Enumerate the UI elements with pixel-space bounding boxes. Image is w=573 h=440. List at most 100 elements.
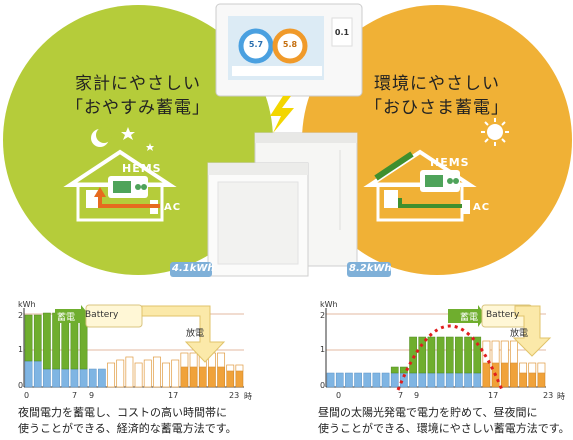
chart-bar xyxy=(134,362,143,388)
star-icon xyxy=(121,127,135,140)
discharge-arrow xyxy=(141,305,226,363)
right-y-unit: kWh xyxy=(320,300,338,309)
chart-bar xyxy=(464,336,472,374)
chart-bar xyxy=(335,372,344,388)
chart-bar xyxy=(235,370,244,388)
chart-bar xyxy=(519,372,527,388)
chart-bar xyxy=(528,372,537,388)
charge-arrow xyxy=(55,309,81,323)
left-hems-label: HEMS xyxy=(122,162,162,175)
right-hour-suffix: 時 xyxy=(557,392,565,401)
chart-bar xyxy=(427,372,436,388)
chart-bar xyxy=(482,340,491,364)
capacity-badge-bg xyxy=(170,262,212,277)
right-battery-label: Battery xyxy=(486,310,520,320)
left-title-line2: 「おやすみ蓄電」 xyxy=(66,98,210,118)
sun-icon xyxy=(481,118,509,146)
chart-bar xyxy=(189,366,198,388)
left-x-tick: 7 xyxy=(72,391,78,400)
chart-bar xyxy=(345,372,353,388)
chart-bar xyxy=(409,372,417,388)
left-y-tick-0: 0 xyxy=(18,381,24,390)
capacity-badge-bg xyxy=(347,262,391,277)
chart-bar xyxy=(125,356,134,388)
right-title-line1: 環境にやさしい xyxy=(374,74,500,94)
chart-bar xyxy=(519,362,528,374)
solar-house-icon xyxy=(363,149,477,222)
chart-bar xyxy=(482,362,491,388)
right-usage-chart xyxy=(325,304,552,391)
left-battery-label: Battery xyxy=(85,310,119,320)
chart-bar xyxy=(473,372,482,388)
chart-bar xyxy=(79,368,88,388)
chart-bar xyxy=(537,372,546,388)
chart-bar xyxy=(226,364,235,372)
left-capacity-badge: 4.1kWh xyxy=(172,263,215,274)
chart-bar xyxy=(436,372,445,388)
right-title-line2: 「おひさま蓄電」 xyxy=(365,98,509,118)
left-title-line1: 家計にやさしい xyxy=(75,74,201,94)
house-icon xyxy=(63,149,177,222)
left-y-tick-2: 2 xyxy=(18,311,24,320)
lightning-icon xyxy=(270,96,294,133)
chart-bar xyxy=(418,336,427,374)
discharge-arrow xyxy=(512,305,552,357)
chart-bar xyxy=(510,362,518,388)
right-y-tick-2: 2 xyxy=(320,311,326,320)
right-y-tick-0: 0 xyxy=(320,381,326,390)
chart-bar xyxy=(33,314,42,362)
right-x-tick: 7 xyxy=(398,391,404,400)
right-ac-label: AC xyxy=(473,202,491,213)
chart-bar xyxy=(226,370,235,388)
chart-bar xyxy=(107,362,116,388)
chart-bar xyxy=(409,336,417,374)
right-x-tick: 23 xyxy=(543,391,554,400)
chart-bar xyxy=(116,359,125,388)
chart-bar xyxy=(88,368,97,388)
chart-bar xyxy=(208,366,216,388)
chart-bar xyxy=(43,312,51,370)
chart-bar xyxy=(61,368,70,388)
left-charge-label: 蓄電 xyxy=(57,313,76,323)
chart-bar xyxy=(143,359,152,388)
left-x-tick: 9 xyxy=(89,391,95,400)
left-discharge-label: 放電 xyxy=(186,329,205,339)
left-usage-chart xyxy=(23,304,244,388)
chart-bar xyxy=(326,372,335,388)
left-caption: 夜間電力を蓄電し、コストの高い時間帯に 使うことができる、経済的な蓄電方法です。 xyxy=(18,405,288,437)
chart-bar xyxy=(171,359,180,388)
chart-bar xyxy=(381,372,390,388)
left-panel-title: 家計にやさしい 「おやすみ蓄電」 xyxy=(58,72,218,120)
chart-bar xyxy=(427,336,436,374)
moon-icon xyxy=(91,127,112,147)
chart-bar xyxy=(464,372,472,388)
chart-bar xyxy=(445,336,454,374)
chart-bar xyxy=(473,336,482,374)
monitor-value-right: 5.8 xyxy=(282,40,298,49)
chart-bar xyxy=(500,340,509,364)
chart-bar xyxy=(180,366,189,388)
right-charge-label: 蓄電 xyxy=(460,313,479,323)
right-x-tick: 17 xyxy=(488,391,499,400)
chart-bar xyxy=(98,368,106,388)
left-circle xyxy=(3,5,273,275)
chart-bar xyxy=(152,356,161,388)
solar-curve xyxy=(396,324,504,391)
chart-bar xyxy=(217,366,225,388)
chart-bar xyxy=(43,368,51,388)
monitor-value-left: 5.7 xyxy=(248,40,264,49)
chart-bar xyxy=(52,368,60,388)
chart-bar xyxy=(509,340,518,364)
chart-bar xyxy=(189,352,198,368)
chart-bar xyxy=(70,368,79,388)
left-caption-line1: 夜間電力を蓄電し、コストの高い時間帯に xyxy=(18,406,227,419)
left-x-tick: 0 xyxy=(24,391,30,400)
right-discharge-label: 放電 xyxy=(510,329,529,339)
left-x-tick: 17 xyxy=(168,391,179,400)
chart-bar xyxy=(418,372,427,388)
left-hour-suffix: 時 xyxy=(244,392,252,401)
left-caption-line2: 使うことができる、経済的な蓄電方法です。 xyxy=(18,422,237,435)
right-caption-line1: 昼間の太陽光発電で電力を貯めて、昼夜間に xyxy=(318,406,538,419)
star-icon xyxy=(146,143,154,151)
chart-bar xyxy=(491,340,500,364)
